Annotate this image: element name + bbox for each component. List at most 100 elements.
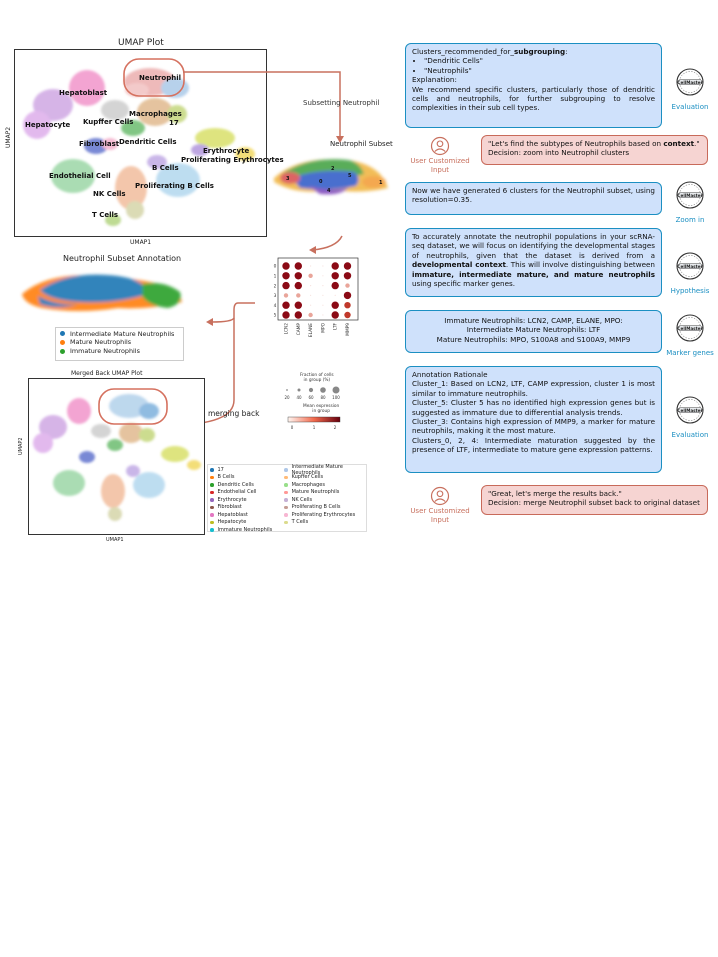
- dotplot-dot: [294, 272, 302, 280]
- subsetting-label: Subsetting Neutrophil: [303, 99, 380, 107]
- expr-colorbar: 0 1 2: [287, 416, 341, 430]
- cellmaster-logo-icon: CellMaster: [676, 314, 704, 342]
- user-caption: User Customized Input: [410, 157, 470, 174]
- merged-legend-label: Intermediate Mature Neutrophils: [291, 463, 343, 476]
- legend-dot: [210, 475, 214, 479]
- cellmaster-logo-text: CellMaster: [677, 408, 703, 413]
- subset-number: 2: [331, 166, 335, 172]
- dotplot-dot: [334, 294, 336, 296]
- merged-legend-label: Erythrocyte: [217, 496, 247, 503]
- cluster-label: T Cells: [92, 211, 119, 219]
- subset-scatter: 0 1 2 3 4 5: [274, 159, 388, 195]
- dotplot-dot: [343, 291, 352, 300]
- dotplot-gene-label: ELANE: [308, 323, 314, 337]
- cellmaster-logo-text: CellMaster: [677, 264, 703, 269]
- cluster-label: Erythrocyte: [203, 147, 250, 155]
- subset-number: 3: [286, 176, 290, 182]
- user-icon: [430, 136, 450, 156]
- merged-ylabel: UMAP2: [18, 437, 24, 455]
- merged-title: Merged Back UMAP Plot: [71, 370, 143, 377]
- user2-decision: Decision: merge Neutrophil subset back t…: [488, 498, 700, 508]
- merged-legend-item: Kupffer Cells: [284, 474, 364, 482]
- fraction-title: Fraction of cells in group (%): [300, 373, 334, 383]
- dotplot-dot: [322, 294, 324, 296]
- cellmaster-caption: Zoom in: [675, 216, 705, 224]
- merged-legend-item: Fibroblast: [210, 504, 284, 512]
- fraction-tick: 100: [332, 395, 340, 400]
- user-icon: [430, 486, 450, 506]
- dotplot-dot: [310, 265, 312, 267]
- cluster-label: Neutrophil: [139, 74, 181, 82]
- dotplot-dot: [294, 281, 302, 290]
- legend-dot: [210, 483, 214, 487]
- box2-text: Now we have generated 6 clusters for the…: [412, 186, 655, 205]
- box1-heading: Clusters_recommended_for_: [412, 47, 515, 56]
- dotplot-row-label: 0: [274, 264, 277, 270]
- cellmaster-caption: Evaluation: [671, 103, 709, 111]
- dotplot-dot: [308, 312, 313, 318]
- legend-dot: [284, 513, 288, 517]
- marker-genes-box: Immature Neutrophils: LCN2, CAMP, ELANE,…: [405, 310, 662, 353]
- legend-dot: [284, 498, 288, 502]
- merged-legend-label: Fibroblast: [217, 504, 242, 511]
- legend-dot: [210, 505, 214, 509]
- dotplot-dot: [331, 311, 339, 319]
- dotplot-row-label: 2: [274, 283, 277, 289]
- legend-dot: [210, 520, 214, 524]
- marker-line: Mature Neutrophils: MPO, S100A8 and S100…: [436, 334, 631, 344]
- legend-dot: [210, 468, 214, 472]
- merged-legend-item: Hepatoblast: [210, 511, 284, 519]
- merged-legend-item: B Cells: [210, 474, 284, 482]
- cluster-label: Endothelial Cell: [49, 172, 111, 180]
- merged-legend-item: T Cells: [284, 519, 364, 527]
- cluster-label: B Cells: [152, 164, 179, 172]
- marker-line: Immature Neutrophils: LCN2, CAMP, ELANE,…: [444, 316, 623, 325]
- legend-dot: [60, 339, 65, 345]
- merged-legend-item: Endothelial Cell: [210, 489, 284, 497]
- merged-legend-item: Proliferating B Cells: [284, 504, 364, 512]
- cluster-label: NK Cells: [93, 190, 126, 198]
- subset-number: 4: [327, 188, 331, 194]
- box1-heading-bold: subgrouping: [514, 47, 566, 56]
- user-input-zoom-box: "Let's find the subtypes of Neutrophils …: [481, 135, 708, 165]
- dotplot-gene-label: CAMP: [296, 323, 302, 336]
- user1-decision: Decision: zoom into Neutrophil clusters: [488, 148, 630, 158]
- box3-text-c: using specific marker genes.: [412, 279, 516, 289]
- box1-item: "Dendritic Cells": [424, 56, 655, 65]
- cellmaster-logo-text: CellMaster: [677, 193, 703, 198]
- cellmaster-caption: Marker genes: [666, 349, 714, 357]
- expr-title: Mean expression in group: [303, 404, 340, 414]
- box1-explanation-label: Explanation:: [412, 75, 457, 85]
- dotplot-dot: [322, 265, 324, 267]
- umap-scatter: [23, 58, 255, 226]
- box5-p2: Cluster_5: Cluster 5 has no identified h…: [412, 398, 655, 417]
- box3-bold2: immature, intermediate mature, and matur…: [412, 269, 655, 279]
- merged-legend-item: Proliferating Erythrocytes: [284, 511, 364, 519]
- merged-legend-label: Dendritic Cells: [217, 481, 254, 488]
- subset-title: Neutrophil Subset: [330, 140, 393, 148]
- merged-legend-item: NK Cells: [284, 496, 364, 504]
- dotplot-dot: [282, 272, 290, 280]
- cluster-label: Dendritic Cells: [119, 138, 177, 146]
- merged-legend-label: B Cells: [217, 474, 235, 481]
- merged-xlabel: UMAP1: [106, 537, 124, 543]
- subset-number: 0: [319, 179, 323, 185]
- expr-tick: 2: [334, 425, 337, 430]
- dotplot-gene-label: MMP9: [345, 323, 351, 336]
- cellmaster-logo-icon: CellMaster: [676, 181, 704, 209]
- cluster-label: Hepatoblast: [59, 89, 108, 97]
- dotplot-dot: [322, 314, 324, 316]
- dotplot-dot: [322, 304, 324, 306]
- fraction-legend: 20 40 60 80 100: [284, 386, 340, 400]
- cluster-label: Proliferating Erythrocytes: [181, 156, 284, 164]
- dotplot-dot: [296, 293, 301, 298]
- legend-label: Intermediate Mature Neutrophils: [70, 329, 175, 338]
- merged-legend-item: Dendritic Cells: [210, 481, 284, 489]
- merged-legend-label: T Cells: [291, 519, 309, 526]
- subset-number: 5: [348, 173, 352, 179]
- expr-tick: 0: [291, 425, 294, 430]
- merged-legend-label: Endothelial Cell: [217, 489, 257, 496]
- merged-scatter: [33, 388, 201, 521]
